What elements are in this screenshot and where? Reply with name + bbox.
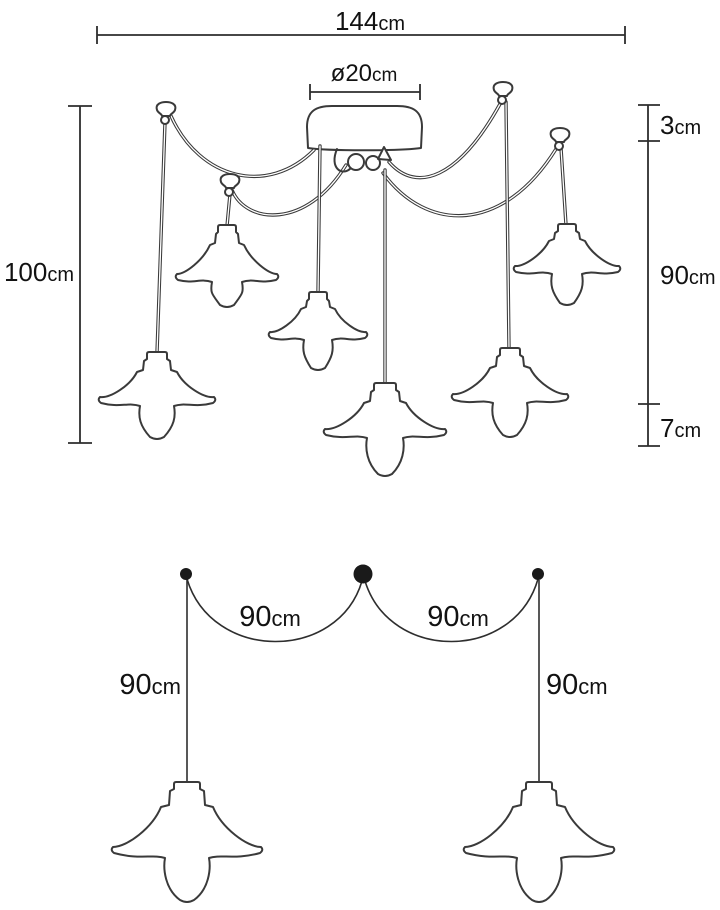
swag-left-label: 90cm <box>239 601 301 633</box>
swag-cable-inner <box>231 164 347 216</box>
ceiling-hook <box>155 101 177 125</box>
right-dimensions: 3cm 90cm 7cm <box>638 104 716 447</box>
swag-cable-right <box>364 578 539 643</box>
lamp-shade <box>512 223 622 306</box>
lamp-shades-bottom <box>110 781 616 903</box>
hook-loop <box>497 95 507 105</box>
swag-cable <box>230 163 348 217</box>
knot-curl <box>333 148 352 173</box>
width-dimension: 144cm <box>96 6 626 44</box>
drop-cable-inner <box>317 145 321 294</box>
cable-knots <box>333 146 392 173</box>
hook-loop <box>554 141 564 151</box>
swag-cable <box>169 114 316 179</box>
height-dimension-label: 100cm <box>4 257 74 287</box>
hook-cap <box>155 101 177 117</box>
knot-loop <box>347 153 365 171</box>
attachment-dot-center <box>353 564 373 584</box>
hook-loop <box>224 187 234 197</box>
swag-cable-inner <box>382 148 557 217</box>
lamp-shades <box>97 223 622 477</box>
swag-cables <box>169 102 558 218</box>
hook-loop <box>160 115 170 125</box>
swag-cable-inner <box>388 103 501 179</box>
lamp-shade <box>97 351 217 440</box>
canopy-diameter-dimension: ø20cm <box>309 60 421 100</box>
knot-tab <box>377 146 392 161</box>
hook-cap <box>492 81 514 97</box>
drop-cable-inner <box>560 147 567 226</box>
knot-loop <box>365 155 381 171</box>
ceiling-hook <box>492 81 514 105</box>
cable-drop-label: 90cm <box>660 260 716 290</box>
attachment-dot-right <box>532 568 544 580</box>
width-dimension-label: 144cm <box>335 6 405 36</box>
lamp-shade <box>322 382 448 477</box>
diameter-dimension-label: ø20cm <box>331 60 398 87</box>
ceiling-hook <box>219 173 241 197</box>
lamp-shade <box>267 291 369 371</box>
hook-cap <box>549 127 571 143</box>
attachment-dot-left <box>180 568 192 580</box>
canopy-height-label: 3cm <box>660 110 701 140</box>
ceiling-hook <box>549 127 571 151</box>
lamp-shade <box>462 781 616 903</box>
lamp-shade <box>450 347 570 438</box>
swag-cable-left <box>186 578 363 643</box>
drop-cable-inner <box>226 193 231 227</box>
top-diagram: 144cm ø20cm 100cm 3cm 90cm 7cm <box>4 6 716 477</box>
bottom-diagram: 90cm 90cm 90cm 90cm <box>110 564 616 903</box>
ceiling-canopy <box>306 105 423 152</box>
drop-cable-inner <box>156 121 166 354</box>
drop-left-label: 90cm <box>119 669 181 701</box>
shade-drop-label: 7cm <box>660 413 701 443</box>
lamp-shade <box>174 224 280 308</box>
ceiling-hooks <box>155 81 571 197</box>
lamp-shade <box>110 781 264 903</box>
drop-cable-inner <box>505 101 510 350</box>
drop-right-label: 90cm <box>546 669 608 701</box>
swag-cable-inner <box>170 115 315 177</box>
height-dimension: 100cm <box>4 105 92 444</box>
swag-right-label: 90cm <box>427 601 489 633</box>
hook-cap <box>219 173 241 189</box>
drop-cables <box>155 100 568 386</box>
